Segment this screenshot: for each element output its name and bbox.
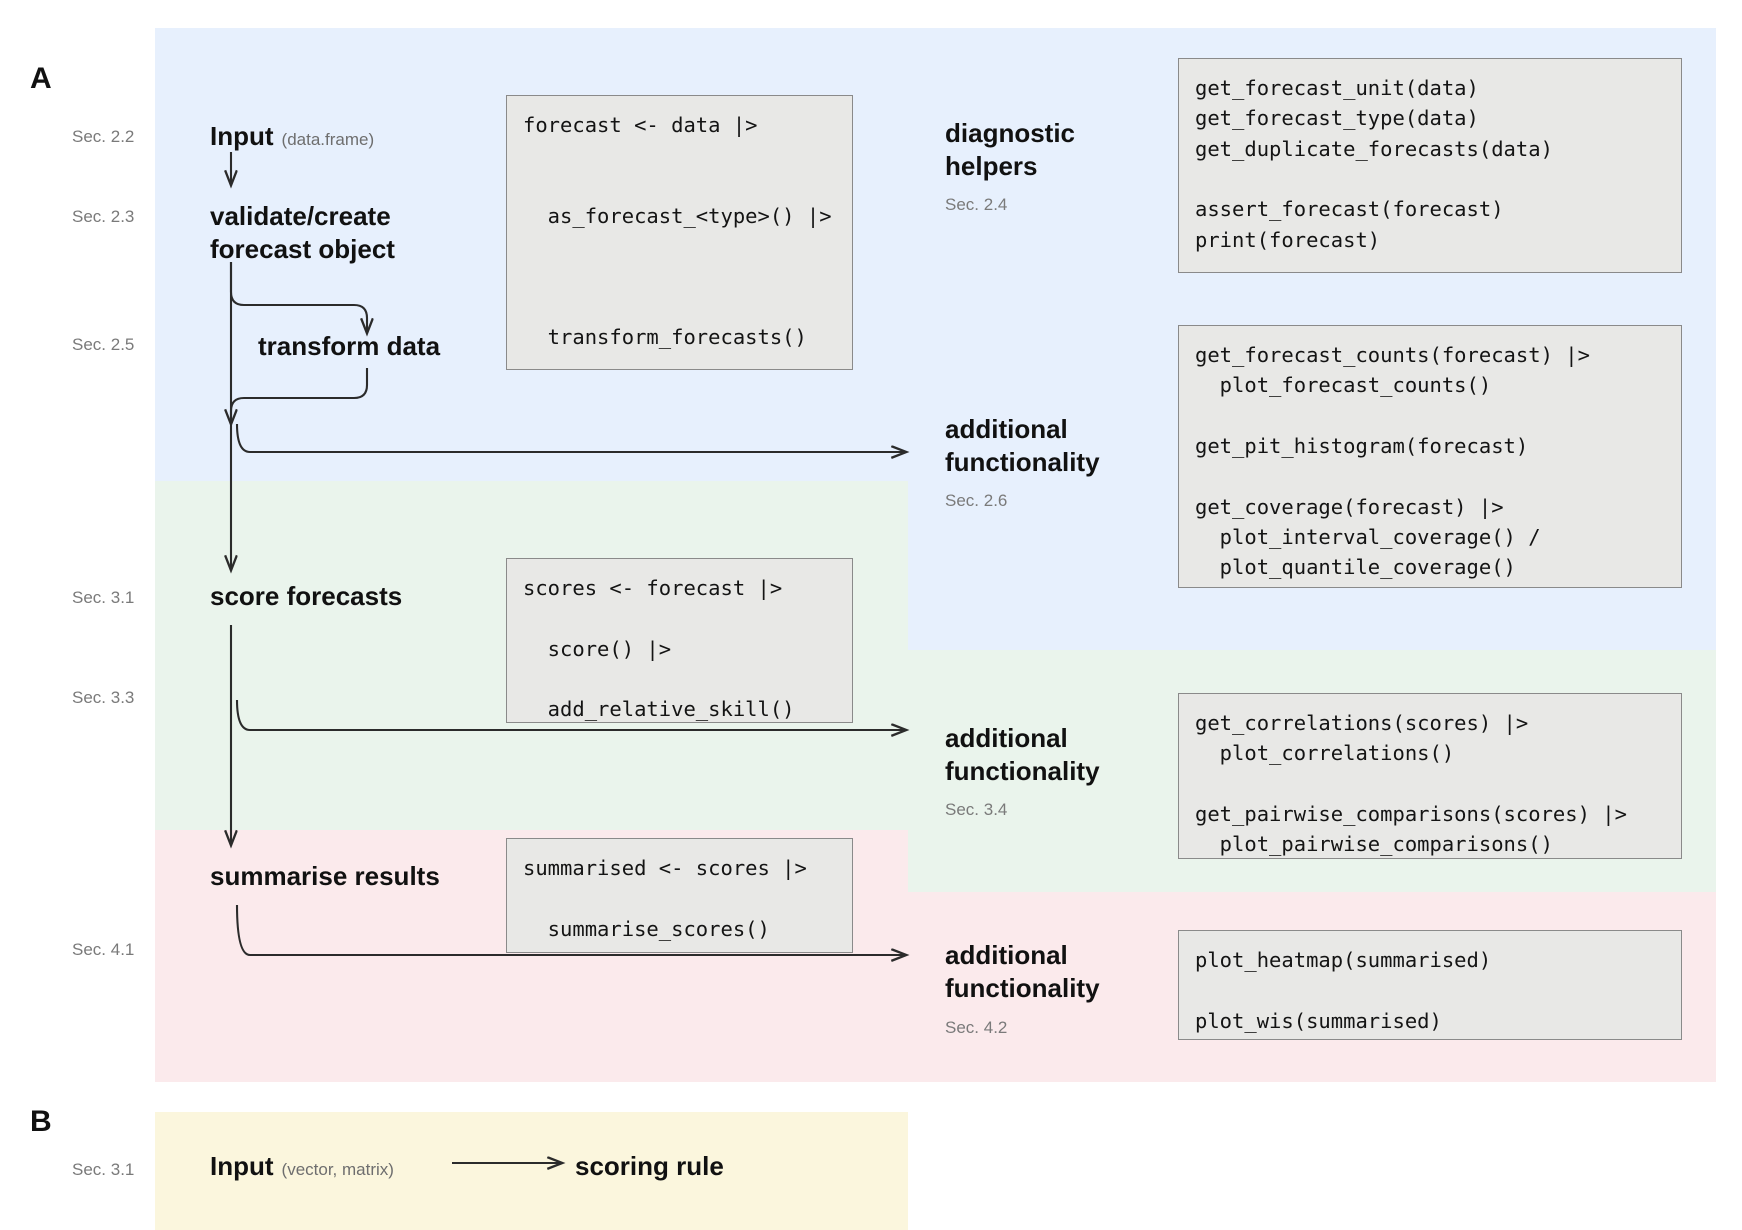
flow-node-score-forecasts: score forecasts (210, 581, 403, 611)
panel-b-input-label: Input (210, 1151, 274, 1181)
code-box-diagnostics: get_forecast_unit(data) get_forecast_typ… (1178, 58, 1682, 273)
sec-label-2-6: Sec. 2.6 (945, 491, 1008, 510)
heading-additional-functionality-4-2: additional functionality (945, 940, 1100, 1003)
panel-b-input-sublabel: (vector, matrix) (281, 1160, 394, 1179)
flow-node-input-sublabel: (data.frame) (281, 130, 375, 149)
panel-a-letter: A (30, 62, 53, 95)
code-box-summary-extras: plot_heatmap(summarised) plot_wis(summar… (1178, 930, 1682, 1040)
code-box-forecast-pipeline: forecast <- data |> as_forecast_<type>()… (506, 95, 853, 370)
sec-label-2-4: Sec. 2.4 (945, 195, 1008, 214)
sec-label-3-4: Sec. 3.4 (945, 800, 1008, 819)
sec-label-4-2: Sec. 4.2 (945, 1018, 1008, 1037)
sec-label-2-2: Sec. 2.2 (72, 127, 135, 146)
flow-node-validate-create: validate/create forecast object (210, 201, 395, 264)
sec-label-2-5: Sec. 2.5 (72, 335, 135, 354)
code-box-summarise-pipeline: summarised <- scores |> summarise_scores… (506, 838, 853, 953)
panel-b-letter: B (30, 1105, 53, 1138)
sec-label-2-3: Sec. 2.3 (72, 207, 135, 226)
sec-label-3-3: Sec. 3.3 (72, 688, 135, 707)
code-box-score-pipeline: scores <- forecast |> score() |> add_rel… (506, 558, 853, 723)
heading-additional-functionality-3-4: additional functionality (945, 723, 1100, 786)
panel-b-input: Input (vector, matrix) (210, 1150, 394, 1183)
flow-node-transform-data: transform data (258, 331, 441, 361)
sec-label-4-1: Sec. 4.1 (72, 940, 135, 959)
code-box-score-extras: get_correlations(scores) |> plot_correla… (1178, 693, 1682, 859)
heading-diagnostic-helpers: diagnostic helpers (945, 118, 1076, 181)
flow-node-summarise-results: summarise results (210, 861, 440, 891)
panel-b-scoring-rule: scoring rule (575, 1151, 724, 1181)
sec-label-3-1: Sec. 3.1 (72, 588, 135, 607)
flow-node-input-label: Input (210, 121, 274, 151)
code-box-forecast-extras: get_forecast_counts(forecast) |> plot_fo… (1178, 325, 1682, 588)
sec-label-3-1-panel-b: Sec. 3.1 (72, 1160, 135, 1179)
heading-additional-functionality-2-6: additional functionality (945, 414, 1100, 477)
section-band-cream (155, 1112, 908, 1230)
flow-node-input: Input (data.frame) (210, 120, 374, 153)
